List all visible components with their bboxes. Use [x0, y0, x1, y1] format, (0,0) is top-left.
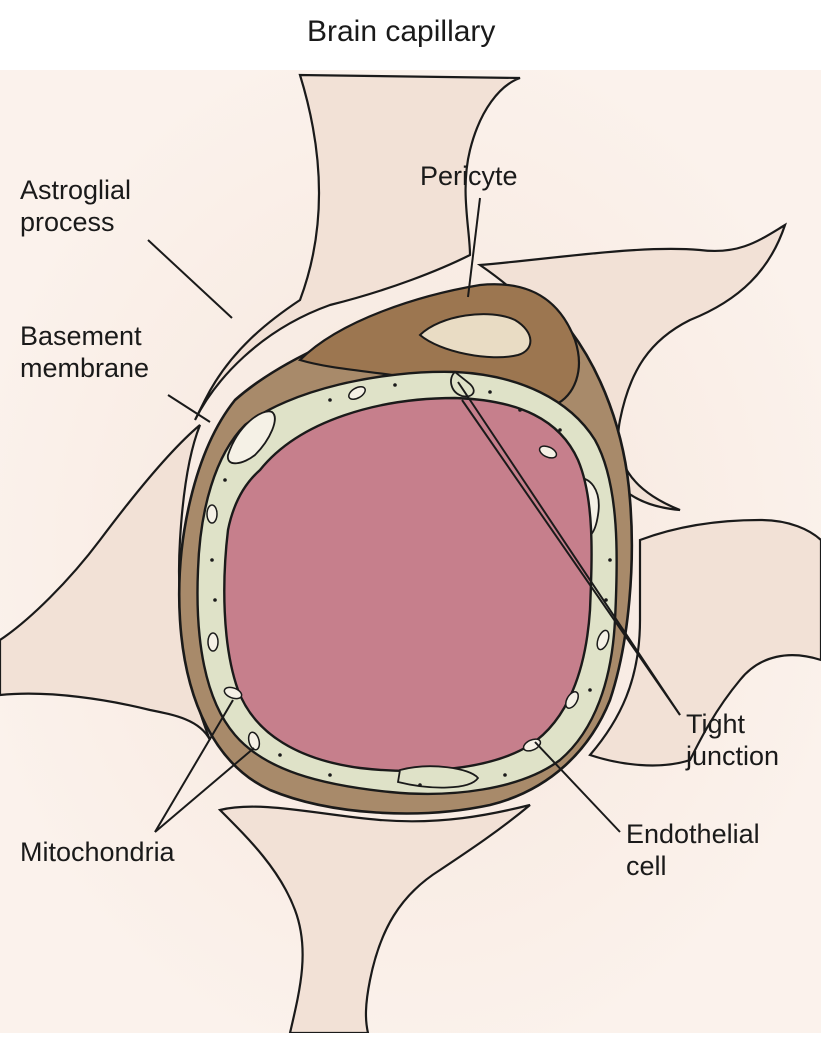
label-endothelial-line-1: Endothelial [626, 818, 760, 850]
label-tight-junction: Tight junction [686, 708, 779, 772]
label-tight-line-2: junction [686, 740, 779, 772]
label-astroglial-process: Astroglial process [20, 174, 131, 238]
diagram-title: Brain capillary [307, 14, 495, 50]
label-mitochondria: Mitochondria [20, 836, 175, 868]
label-astroglial-line-1: Astroglial [20, 174, 131, 206]
capillary-lumen [224, 398, 591, 771]
label-basement-line-2: membrane [20, 352, 149, 384]
mitochondrion [207, 505, 217, 523]
label-endothelial-cell: Endothelial cell [626, 818, 760, 882]
label-pericyte: Pericyte [420, 160, 518, 192]
label-basement-line-1: Basement [20, 320, 149, 352]
label-astroglial-line-2: process [20, 206, 131, 238]
label-endothelial-line-2: cell [626, 850, 760, 882]
label-basement-membrane: Basement membrane [20, 320, 149, 384]
label-tight-line-1: Tight [686, 708, 779, 740]
mitochondrion [208, 633, 218, 651]
